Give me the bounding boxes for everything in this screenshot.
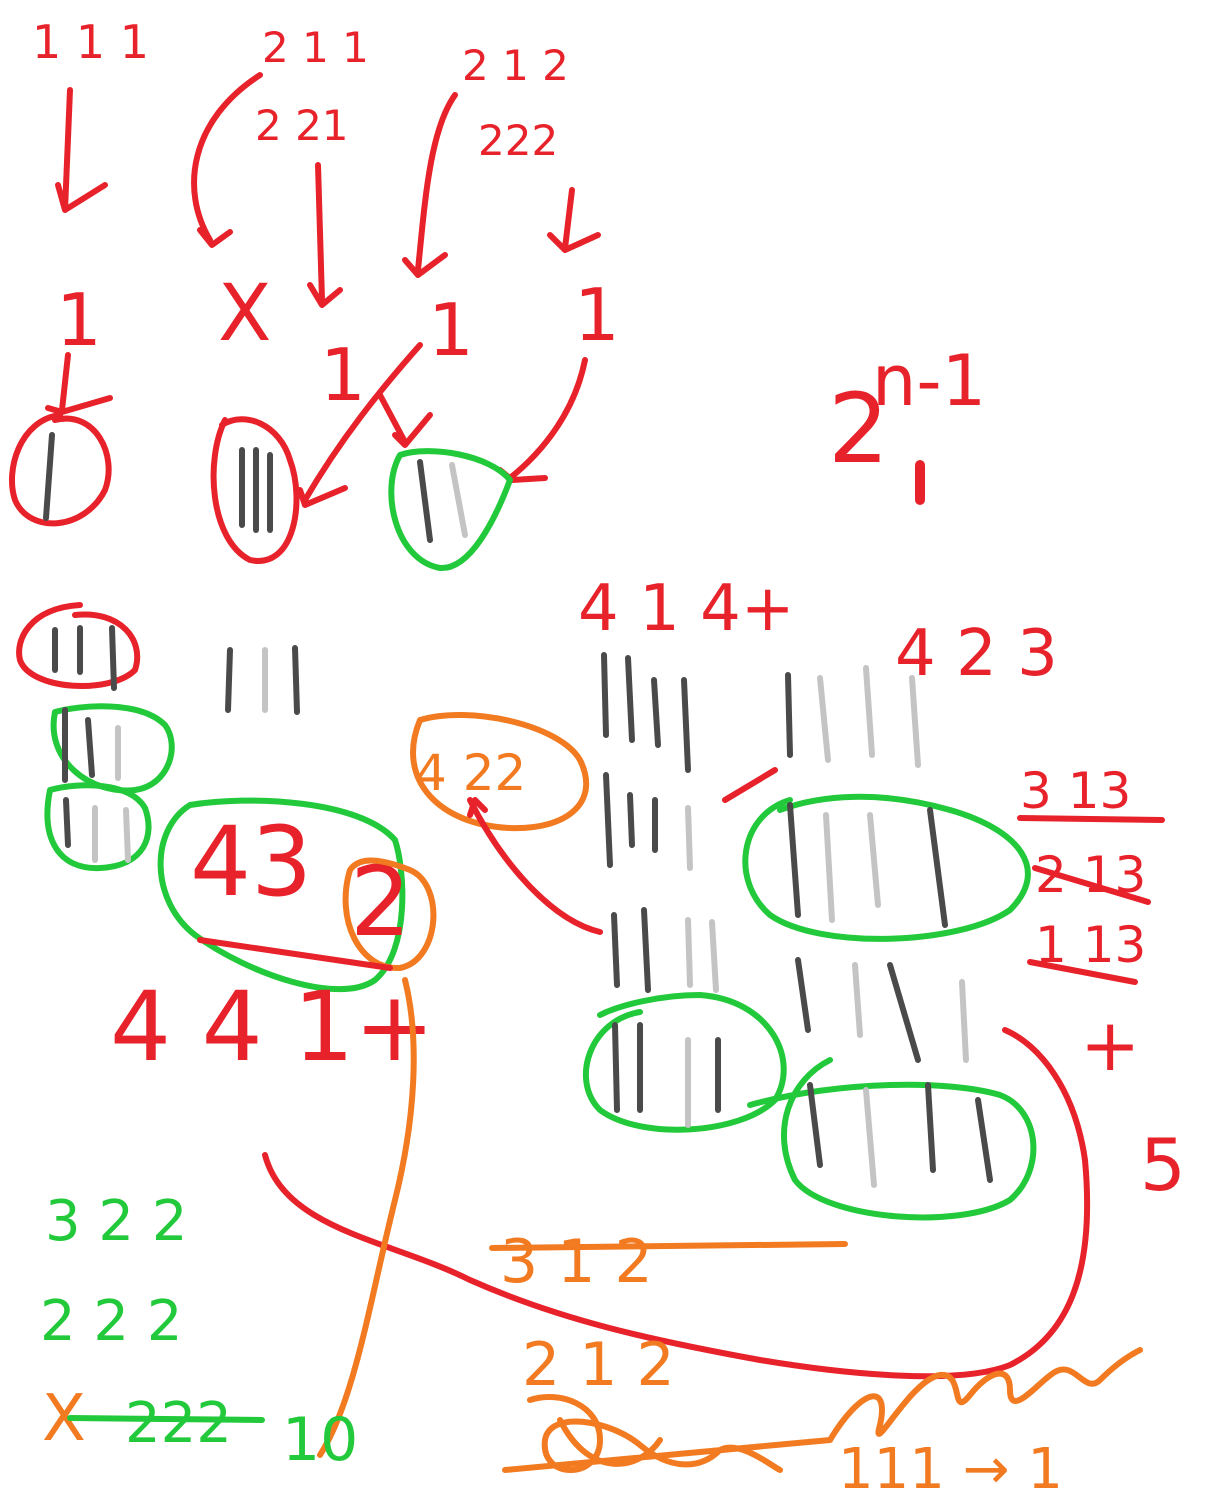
note-211: 2 1 1 [262,23,369,72]
power-base: 2 [828,373,889,485]
note-o312: 3 1 2 [500,1227,653,1297]
note-222: 222 [478,116,558,165]
note-o212: 2 1 2 [522,1330,675,1400]
note-one-a: 1 [56,278,102,362]
orange-scribble [502,1393,833,1473]
note-g222b: 222 [125,1391,232,1456]
note-423: 4 2 3 [895,617,1058,691]
stack-414-d [582,992,787,1133]
note-x: X [218,269,271,359]
stack-423-d [747,1057,1037,1221]
note-o-seq: 111 → 1 [838,1437,1063,1502]
group-green-two-bars [388,448,513,571]
note-441: 4 4 1+ [110,971,435,1083]
note-414: 4 1 4+ [578,572,794,646]
note-plus: + [1080,1003,1140,1087]
note-432-digits: 43 [190,806,312,918]
arrows-top [55,72,601,308]
group-three-bars [210,416,300,564]
orange-loops [827,1347,1143,1443]
strike-g222 [67,1415,265,1423]
red-long-curve [262,1027,1091,1380]
group-three-bars-plain [225,645,300,715]
group-left-red-oval [16,602,141,691]
stack-414-a [601,652,691,773]
stack-414-c [611,907,719,993]
note-one-b: 1 [320,333,366,417]
note-one-d: 1 [574,273,620,357]
note-221: 2 21 [255,101,349,150]
note-313: 3 13 [1020,762,1131,820]
group-left-green-a [50,703,175,794]
note-five: 5 [1140,1123,1186,1207]
stack-423-a [785,665,921,768]
stack-423-c [795,957,969,1063]
orange-long-line [317,977,417,1458]
underline-113 [1027,959,1138,985]
underline-313 [1017,815,1165,823]
stack-423-b [742,793,1031,942]
strike-213 [1032,865,1151,905]
note-422: 4 22 [415,744,526,802]
note-212: 2 1 2 [462,41,569,90]
power-exponent: n-1 [872,340,986,422]
note-g222: 2 2 2 [40,1289,183,1354]
note-111: 1 1 1 [32,15,149,69]
note-one-c: 1 [428,288,474,372]
group-422: 4 22 [410,711,603,935]
note-g10: 10 [282,1405,358,1475]
dash-mark [722,767,778,803]
note-g322: 3 2 2 [45,1189,188,1254]
group-one-bar [9,412,112,527]
group-left-green-b [44,782,152,872]
group-432: 43 2 [157,797,437,993]
stack-414-b [603,772,693,871]
arrows-mid [45,342,588,508]
strike-o312 [489,1241,848,1251]
